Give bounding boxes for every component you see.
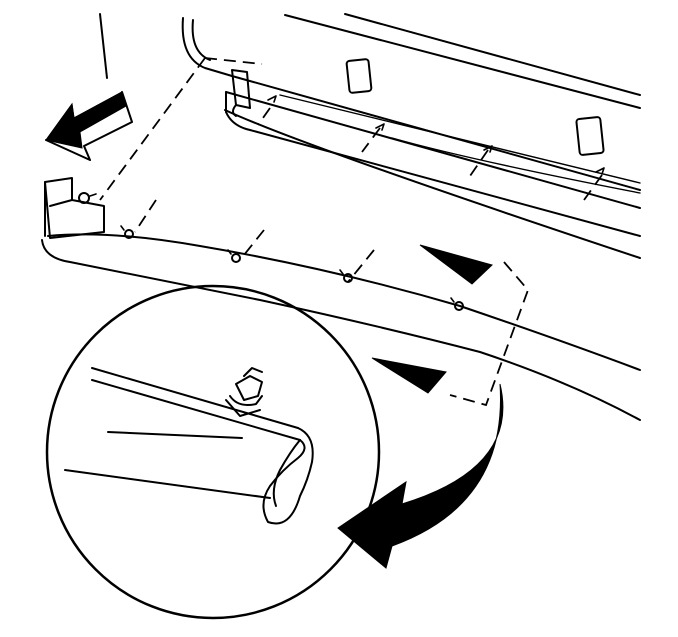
retainer-clip-4 — [450, 297, 464, 311]
body-clip-holes — [267, 95, 605, 175]
curved-swing-arrow-icon — [337, 383, 504, 569]
pointer-triangle-lower — [371, 357, 447, 394]
body-panel — [99, 13, 641, 259]
retainer-clip-1 — [120, 225, 134, 239]
body-clip-boss — [231, 69, 251, 117]
panel-hole-2 — [575, 116, 605, 156]
detail-view — [45, 284, 381, 620]
retainer-clip-3 — [339, 269, 353, 283]
detail-clip — [225, 367, 263, 417]
retainer-clip-2 — [227, 249, 241, 263]
alignment-lines — [99, 57, 603, 407]
pointer-triangle-upper — [419, 244, 493, 285]
removal-arrow-icon — [45, 91, 133, 161]
end-cap-clip — [78, 192, 97, 204]
molding-strip — [41, 177, 641, 421]
panel-hole-1 — [345, 58, 373, 94]
retainer-clips — [78, 192, 464, 311]
